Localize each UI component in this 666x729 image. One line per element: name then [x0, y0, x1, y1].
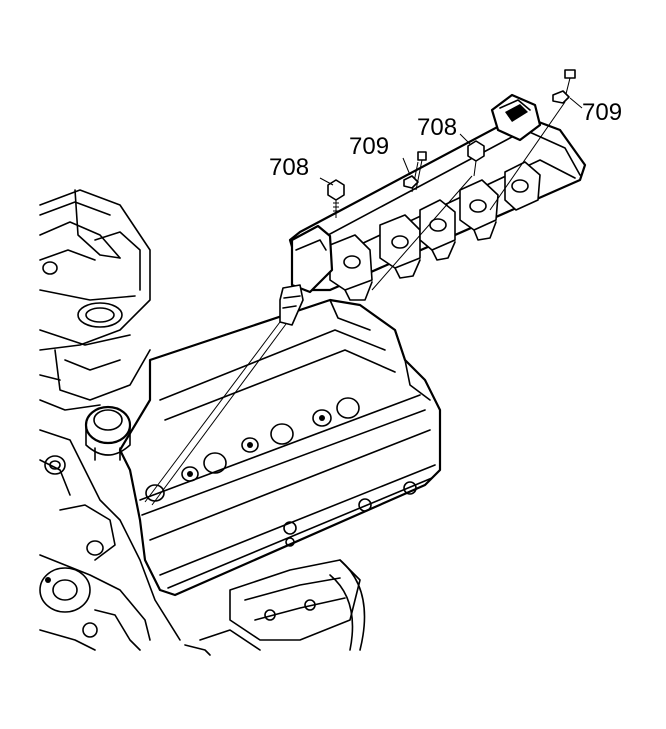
callout-709-left: 709	[349, 133, 389, 160]
oil-fill-cap	[84, 405, 132, 461]
callout-708-left: 708	[269, 154, 309, 181]
callout-leaders	[319, 97, 583, 186]
leader-709-left	[402, 157, 411, 176]
engine-front-lower	[39, 429, 366, 656]
leader-708-left	[319, 177, 334, 186]
bolt-709-right	[552, 69, 576, 104]
leader-709-right	[569, 97, 583, 109]
left-cylinder-head	[39, 189, 151, 411]
leader-708-right	[459, 133, 471, 145]
callout-709-right: 709	[582, 99, 622, 126]
ignition-coil-assembly	[279, 93, 587, 326]
valve-cover	[118, 298, 442, 597]
spark-plug-wire-guides	[144, 101, 566, 506]
bolt-708-right	[467, 140, 485, 177]
bolt-709-left	[403, 151, 427, 193]
callout-708-right: 708	[417, 114, 457, 141]
